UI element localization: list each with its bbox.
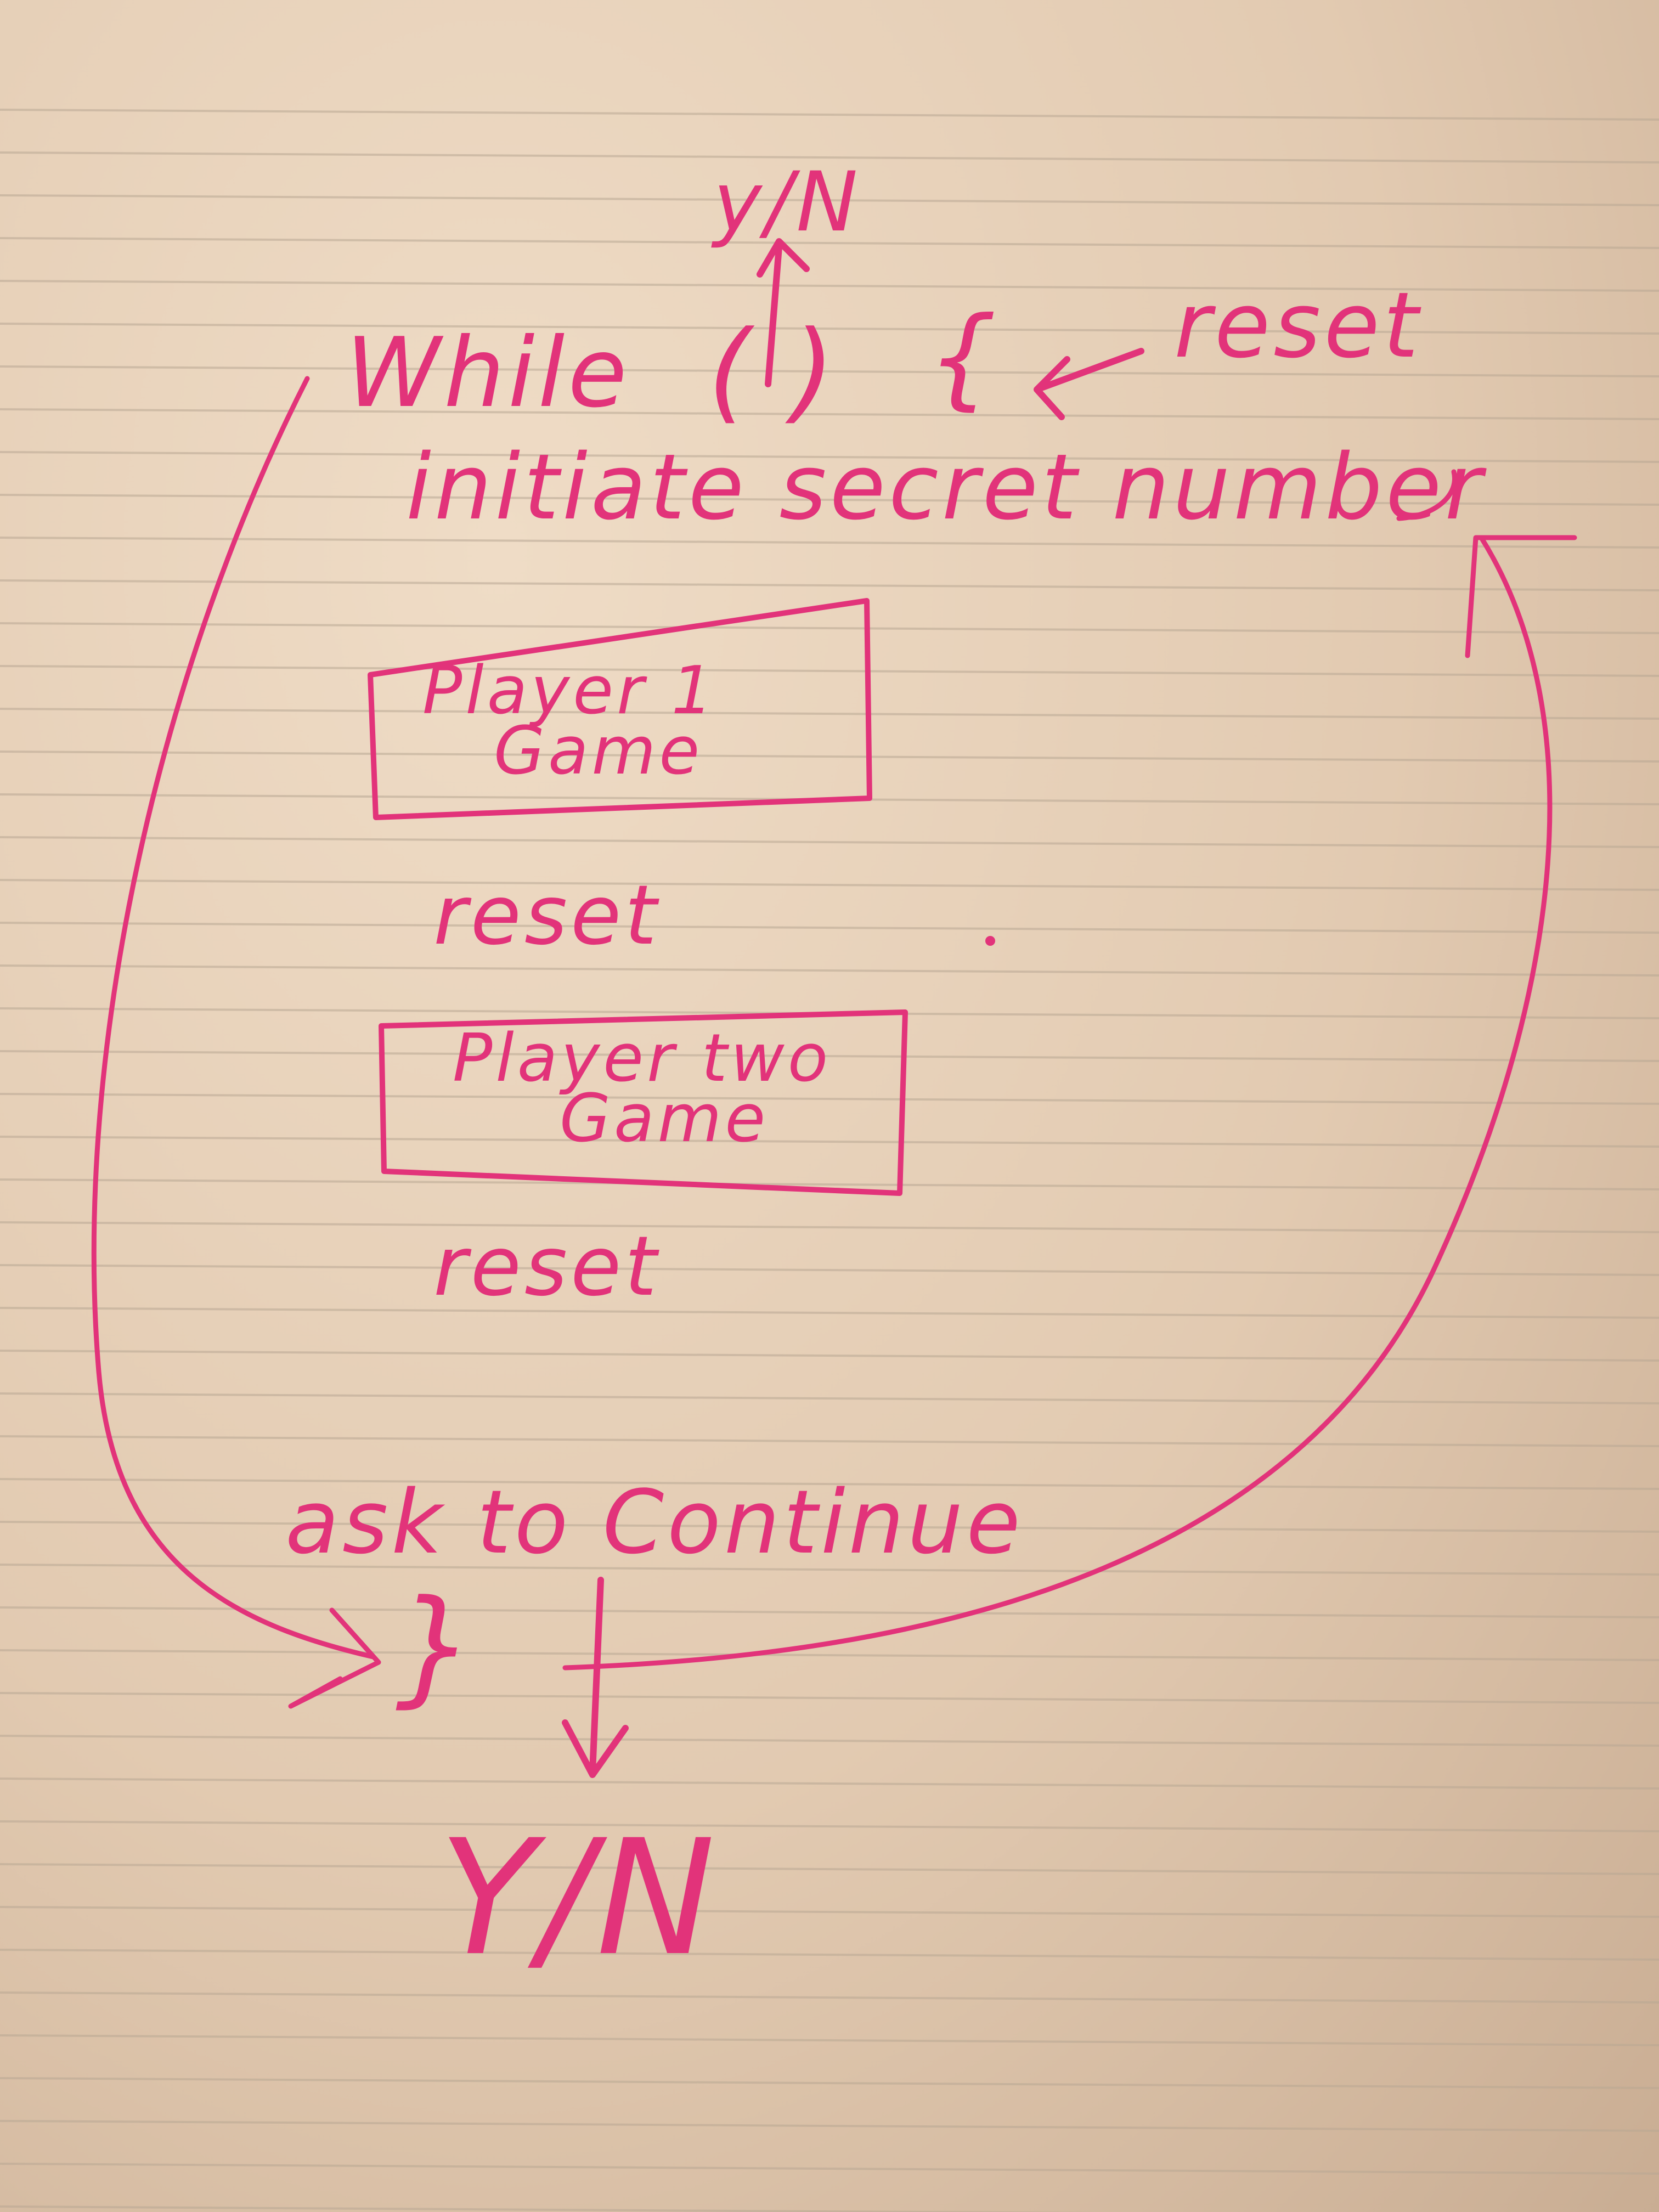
left-arrow-icon — [1034, 348, 1144, 420]
ruled-line — [0, 1564, 1659, 1576]
ruled-line — [0, 751, 1659, 763]
ruled-line — [0, 1521, 1659, 1533]
ruled-line — [0, 280, 1659, 292]
ruled-line — [0, 408, 1659, 420]
ruled-line — [0, 109, 1659, 121]
ruled-line — [0, 2034, 1659, 2046]
ruled-line — [0, 1906, 1659, 1918]
ruled-line — [0, 836, 1659, 848]
player2-line1: Player two — [453, 1020, 831, 1097]
ruled-line — [0, 365, 1659, 377]
ruled-line — [0, 708, 1659, 720]
ink-dot — [985, 936, 995, 946]
ask-step: ask to Continue — [285, 1471, 1024, 1573]
ruled-line — [0, 1692, 1659, 1704]
ruled-line — [0, 1093, 1659, 1105]
close-brace: } — [395, 1573, 478, 1720]
ruled-line — [0, 2163, 1659, 2175]
reset-after-player1: reset — [433, 868, 660, 963]
ruled-line — [0, 1221, 1659, 1233]
ruled-line — [0, 665, 1659, 677]
ruled-line — [0, 237, 1659, 249]
ruled-line — [0, 151, 1659, 163]
ruled-line — [0, 1991, 1659, 2004]
ruled-line — [0, 879, 1659, 891]
init-swoosh — [1396, 469, 1457, 521]
ruled-line — [0, 1606, 1659, 1618]
answer: Y/N — [439, 1806, 719, 1991]
player1-line1: Player 1 — [422, 653, 716, 729]
ruled-line — [0, 922, 1659, 934]
ruled-line — [0, 194, 1659, 206]
open-brace: { — [927, 294, 1000, 421]
ruled-line — [0, 2120, 1659, 2132]
player2-line2: Game — [560, 1081, 769, 1157]
ruled-line — [0, 1778, 1659, 1790]
ruled-line — [0, 451, 1659, 463]
loop-right-curve — [562, 535, 1553, 1671]
ruled-line — [0, 1307, 1659, 1319]
ruled-line — [0, 2205, 1107, 2212]
ruled-line — [0, 1178, 1659, 1190]
ruled-line — [0, 2077, 1659, 2089]
ruled-line — [0, 1264, 1659, 1276]
condition-value: y/N — [711, 155, 861, 250]
condition-parens: ( ) — [708, 307, 838, 435]
loop-label: While — [346, 318, 630, 429]
up-arrow-icon — [757, 238, 810, 387]
ruled-line — [0, 1392, 1659, 1404]
ruled-line — [0, 1050, 1659, 1062]
ruled-line — [0, 537, 1659, 549]
ruled-line — [0, 1649, 1659, 1661]
loop-left-arrowhead-icon — [288, 1607, 381, 1709]
player2-box — [379, 1009, 908, 1196]
player1-line2: Game — [494, 713, 703, 789]
ruled-line — [0, 1435, 1659, 1447]
ruled-line — [0, 494, 1659, 506]
ruled-line — [0, 323, 1659, 335]
reset-after-player2: reset — [433, 1219, 660, 1314]
ruled-line — [0, 1820, 1659, 1832]
ruled-line — [0, 964, 1659, 977]
init-step: initiate secret number — [406, 435, 1487, 540]
down-arrow-icon — [562, 1577, 629, 1778]
ruled-line — [0, 1478, 1659, 1490]
ruled-line — [0, 579, 1659, 591]
ruled-line — [0, 1863, 1659, 1875]
ruled-line — [0, 1136, 1659, 1148]
ruled-line — [0, 1735, 1659, 1747]
ruled-line — [0, 1350, 1659, 1362]
player1-box — [368, 598, 872, 820]
ruled-line — [0, 1949, 1659, 1961]
loop-left-curve — [91, 376, 376, 1660]
reset-top-label: reset — [1174, 273, 1422, 378]
ruled-line — [0, 622, 1659, 634]
loop-right-arrowhead-icon — [1465, 535, 1577, 658]
